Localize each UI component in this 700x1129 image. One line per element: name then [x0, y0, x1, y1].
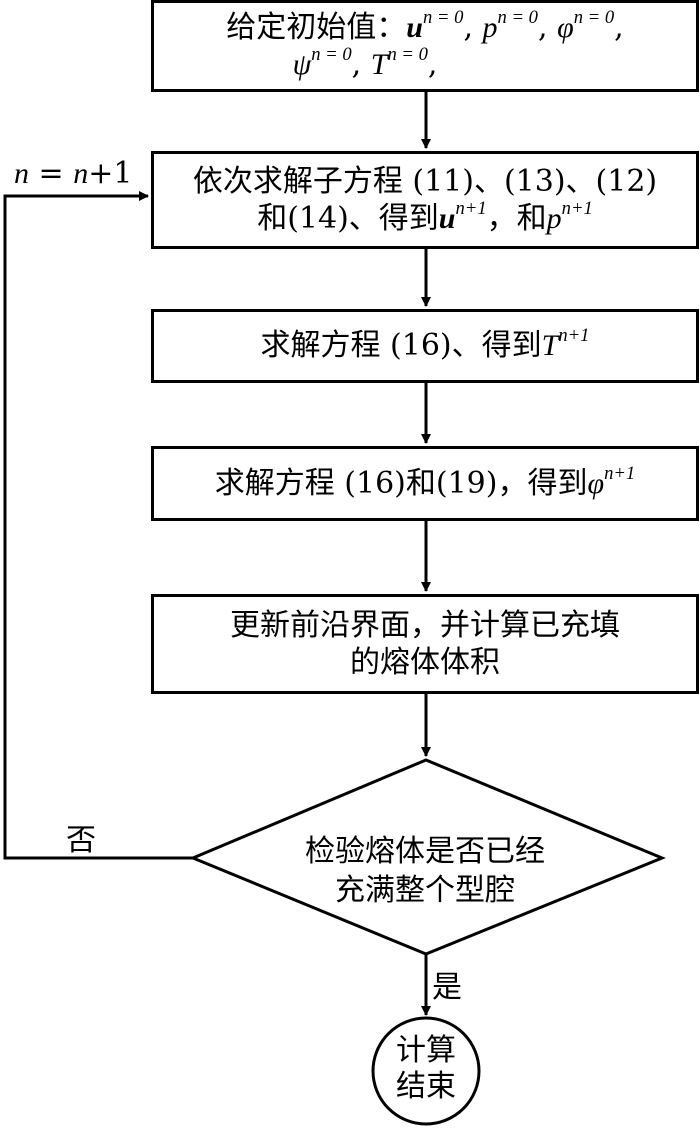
- decision-text: 检验熔体是否已经 充满整个型腔: [190, 818, 660, 924]
- phi-symbol: φ: [587, 466, 605, 500]
- init-sep-3: ,: [614, 9, 624, 45]
- init-prefix: 给定初始值：: [226, 9, 407, 45]
- init-T: T: [370, 48, 388, 81]
- end-circle: [371, 1016, 481, 1126]
- solve-p: p: [546, 202, 562, 235]
- phi-sup: n+1: [604, 462, 636, 484]
- init-sep-1: ,: [463, 9, 473, 45]
- init-u-sup: n = 0: [422, 6, 464, 28]
- phi-prefix: 求解方程 (16)和(19)，得到: [214, 465, 588, 501]
- update-box: 更新前沿界面，并计算已充填 的熔体体积: [151, 594, 699, 694]
- decision-line-1: 检验熔体是否已经: [305, 834, 545, 869]
- solve-box: 依次求解子方程 (11)、(13)、(12) 和(14)、得到un+1，和pn+…: [151, 151, 699, 249]
- solve-line-2-prefix: 和(14)、得到: [257, 201, 439, 236]
- no-label: 否: [66, 823, 96, 858]
- end-line-2: 结束: [396, 1069, 456, 1104]
- phi-line: 求解方程 (16)和(19)，得到φn+1: [214, 462, 636, 503]
- init-phi: φ: [557, 10, 574, 44]
- init-p-sup: n = 0: [497, 6, 538, 28]
- decision-line-2: 充满整个型腔: [335, 873, 515, 908]
- temperature-box: 求解方程 (16)、得到Tn+1: [151, 309, 699, 383]
- end-line-1: 计算: [396, 1033, 456, 1068]
- init-sep-5: ,: [427, 47, 438, 82]
- temp-line: 求解方程 (16)、得到Tn+1: [261, 327, 590, 365]
- init-sep-2: ,: [537, 9, 548, 45]
- solve-line-2: 和(14)、得到un+1，和pn+1: [257, 198, 593, 238]
- loop-n2: n: [73, 157, 89, 190]
- init-T-sup: n = 0: [387, 44, 428, 66]
- loop-back-connector: [3, 191, 193, 860]
- loop-eq: =: [29, 156, 74, 191]
- init-line-2: ψn = 0, Tn = 0,: [292, 44, 438, 84]
- solve-line-2-mid: ，和: [486, 201, 547, 236]
- temp-prefix: 求解方程 (16)、得到: [260, 328, 542, 364]
- loop-n: n: [14, 157, 29, 190]
- init-line-1: 给定初始值：un = 0, pn = 0, φn = 0,: [226, 6, 624, 47]
- temp-T-sup: n+1: [558, 325, 590, 347]
- init-psi: ψ: [292, 48, 312, 81]
- temp-T: T: [541, 329, 559, 363]
- loop-plus: +1: [88, 156, 133, 191]
- init-psi-sup: n = 0: [311, 44, 352, 66]
- init-u: u: [406, 10, 423, 44]
- solve-u-sup: n+1: [455, 198, 487, 220]
- solve-p-sup: n+1: [561, 198, 593, 220]
- update-line-2: 的熔体体积: [350, 645, 500, 680]
- init-phi-sup: n = 0: [573, 6, 615, 28]
- end-node-text: 计算 结束: [372, 1019, 480, 1119]
- loop-label: n = n+1: [14, 156, 132, 191]
- init-box: 给定初始值：un = 0, pn = 0, φn = 0, ψn = 0, Tn…: [151, 0, 699, 92]
- phi-box: 求解方程 (16)和(19)，得到φn+1: [151, 446, 699, 521]
- yes-label: 是: [432, 970, 462, 1005]
- solve-u: u: [438, 202, 456, 235]
- solve-line-1: 依次求解子方程 (11)、(13)、(12): [192, 163, 658, 199]
- decision-diamond: [189, 758, 666, 956]
- init-p: p: [482, 10, 498, 44]
- init-sep-4: ,: [351, 47, 362, 82]
- update-line-1: 更新前沿界面，并计算已充填: [230, 607, 620, 643]
